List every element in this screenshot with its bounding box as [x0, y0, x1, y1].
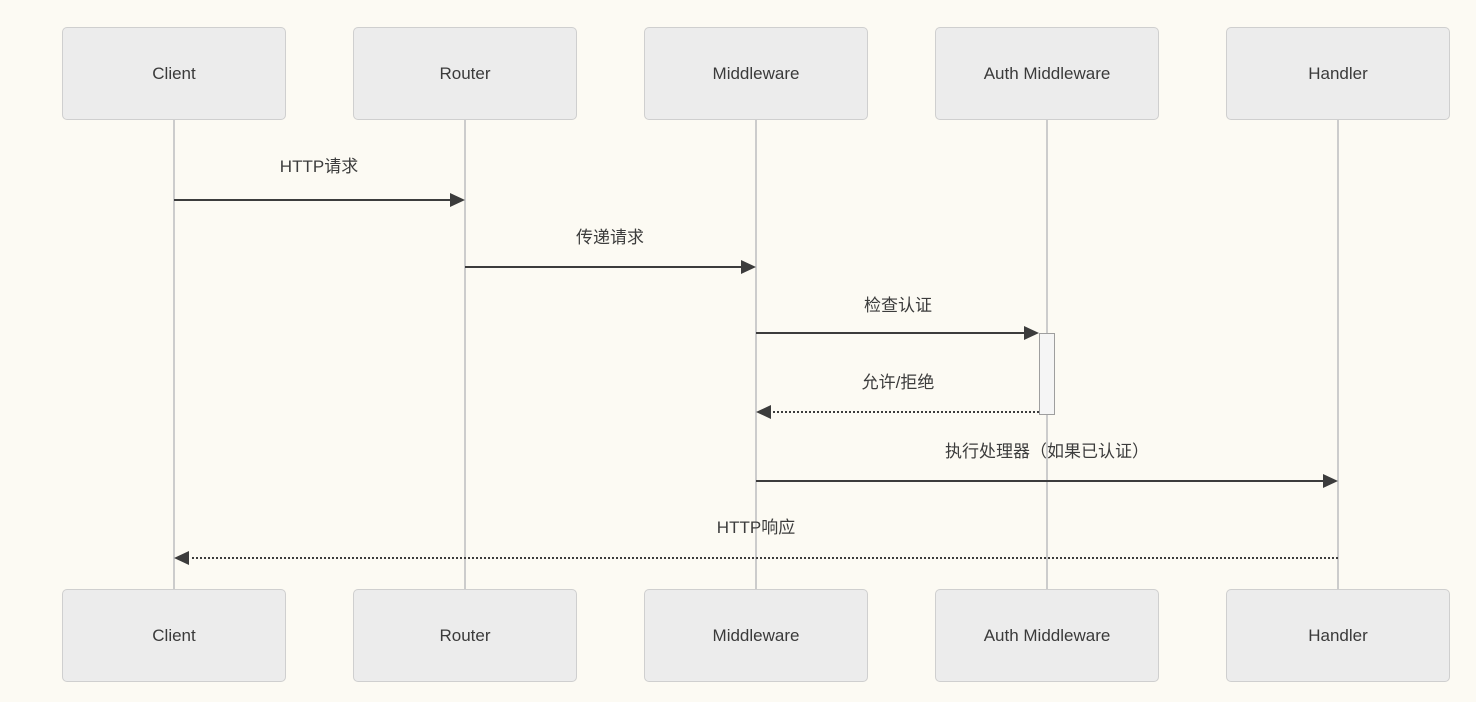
message-arrow-http-response [174, 551, 1338, 565]
actor-bottom-middleware: Middleware [644, 589, 868, 682]
actor-label: Client [152, 63, 196, 83]
message-label-allow-deny: 允许/拒绝 [861, 373, 935, 392]
arrow-line [187, 557, 1338, 559]
actor-label: Router [439, 63, 491, 83]
arrowhead-right-icon [1024, 326, 1039, 340]
actor-label: Auth Middleware [983, 63, 1111, 83]
actor-bottom-router: Router [353, 589, 577, 682]
message-label-forward-request: 传递请求 [576, 228, 644, 247]
message-arrow-forward-request [465, 260, 756, 274]
actor-label: Client [152, 625, 196, 645]
message-arrow-allow-deny [756, 405, 1039, 419]
actor-label: Handler [1308, 625, 1368, 645]
lifeline-client [173, 120, 175, 590]
arrowhead-right-icon [741, 260, 756, 274]
actor-top-auth-middleware: Auth Middleware [935, 27, 1159, 120]
actor-label: Handler [1308, 63, 1368, 83]
arrowhead-right-icon [450, 193, 465, 207]
message-arrow-http-request [174, 193, 465, 207]
actor-top-router: Router [353, 27, 577, 120]
message-label-execute-handler: 执行处理器（如果已认证） [945, 442, 1149, 461]
arrowhead-left-icon [756, 405, 771, 419]
actor-label: Middleware [712, 63, 800, 83]
lifeline-handler [1337, 120, 1339, 590]
actor-label: Router [439, 625, 491, 645]
actor-top-handler: Handler [1226, 27, 1450, 120]
actor-top-client: Client [62, 27, 286, 120]
actor-top-middleware: Middleware [644, 27, 868, 120]
message-arrow-check-auth [756, 326, 1039, 340]
activation-bar-auth-middleware [1039, 333, 1055, 415]
arrowhead-left-icon [174, 551, 189, 565]
message-label-check-auth: 检查认证 [864, 296, 932, 315]
actor-label: Auth Middleware [983, 625, 1111, 645]
arrow-line [756, 332, 1026, 334]
message-label-http-request: HTTP请求 [279, 157, 359, 176]
actor-bottom-client: Client [62, 589, 286, 682]
message-arrow-execute-handler [756, 474, 1338, 488]
lifeline-middleware [755, 120, 757, 590]
actor-bottom-handler: Handler [1226, 589, 1450, 682]
arrowhead-right-icon [1323, 474, 1338, 488]
arrow-line [174, 199, 452, 201]
arrow-line [769, 411, 1039, 413]
arrow-line [756, 480, 1325, 482]
lifeline-router [464, 120, 466, 590]
actor-bottom-auth-middleware: Auth Middleware [935, 589, 1159, 682]
arrow-line [465, 266, 743, 268]
actor-label: Middleware [712, 625, 800, 645]
message-label-http-response: HTTP响应 [716, 518, 796, 537]
